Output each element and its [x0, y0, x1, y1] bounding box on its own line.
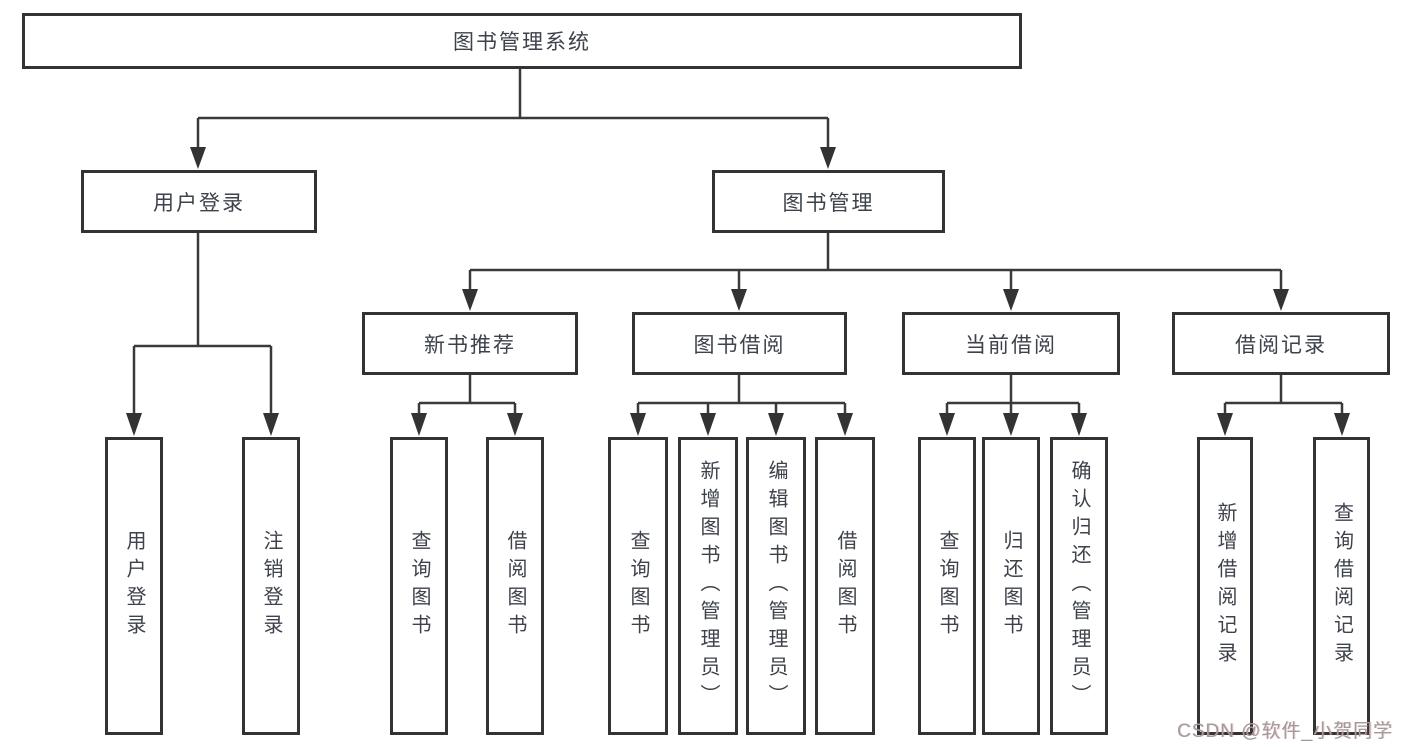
node-current-borrow-label: 当前借阅	[965, 333, 1057, 357]
arrowheads	[126, 147, 1350, 436]
node-user-login-label: 用户登录	[153, 191, 245, 215]
leaf-edit-book: 编辑图书（管理员）	[746, 437, 806, 735]
leaf-query-record: 查询借阅记录	[1313, 437, 1370, 735]
node-book-mgmt: 图书管理	[712, 170, 945, 233]
node-book-mgmt-label: 图书管理	[782, 191, 875, 215]
leaf-query-book-a-label: 查询图书	[408, 530, 430, 642]
leaf-return-book: 归还图书	[982, 437, 1040, 735]
node-borrow-record: 借阅记录	[1172, 312, 1390, 375]
leaf-query-record-label: 查询借阅记录	[1330, 502, 1353, 670]
leaf-user-login: 用户登录	[105, 437, 163, 735]
leaf-query-book-b-label: 查询图书	[627, 530, 649, 642]
leaf-borrow-book-a: 借阅图书	[486, 437, 544, 735]
leaf-borrow-book-b: 借阅图书	[815, 437, 875, 735]
leaf-edit-book-label: 编辑图书（管理员）	[765, 460, 787, 712]
node-current-borrow: 当前借阅	[902, 312, 1120, 375]
leaf-logout: 注销登录	[242, 437, 300, 735]
leaf-query-book-c: 查询图书	[918, 437, 976, 735]
leaf-confirm-return-label: 确认归还（管理员）	[1068, 460, 1090, 712]
node-root-label: 图书管理系统	[453, 31, 591, 54]
node-new-book-rec-label: 新书推荐	[424, 333, 516, 357]
csdn-watermark: CSDN @软件_小贺同学	[1177, 721, 1393, 742]
leaf-borrow-book-a-label: 借阅图书	[504, 530, 526, 642]
leaf-query-book-a: 查询图书	[390, 437, 448, 735]
leaf-logout-label: 注销登录	[260, 530, 282, 642]
leaf-borrow-book-b-label: 借阅图书	[834, 530, 856, 642]
leaf-add-book-label: 新增图书（管理员）	[697, 460, 719, 712]
leaf-add-record-label: 新增借阅记录	[1214, 502, 1236, 670]
leaf-user-login-label: 用户登录	[123, 530, 145, 642]
leaf-query-book-c-label: 查询图书	[936, 530, 958, 642]
node-root: 图书管理系统	[22, 13, 1022, 69]
node-user-login: 用户登录	[81, 170, 317, 233]
leaf-add-record: 新增借阅记录	[1197, 437, 1253, 735]
node-book-borrow-label: 图书借阅	[693, 333, 786, 357]
node-book-borrow: 图书借阅	[632, 312, 847, 375]
leaf-query-book-b: 查询图书	[608, 437, 668, 735]
leaf-confirm-return: 确认归还（管理员）	[1050, 437, 1108, 735]
node-borrow-record-label: 借阅记录	[1235, 333, 1327, 357]
leaf-add-book: 新增图书（管理员）	[678, 437, 738, 735]
leaf-return-book-label: 归还图书	[1000, 530, 1022, 642]
node-new-book-rec: 新书推荐	[362, 312, 578, 375]
